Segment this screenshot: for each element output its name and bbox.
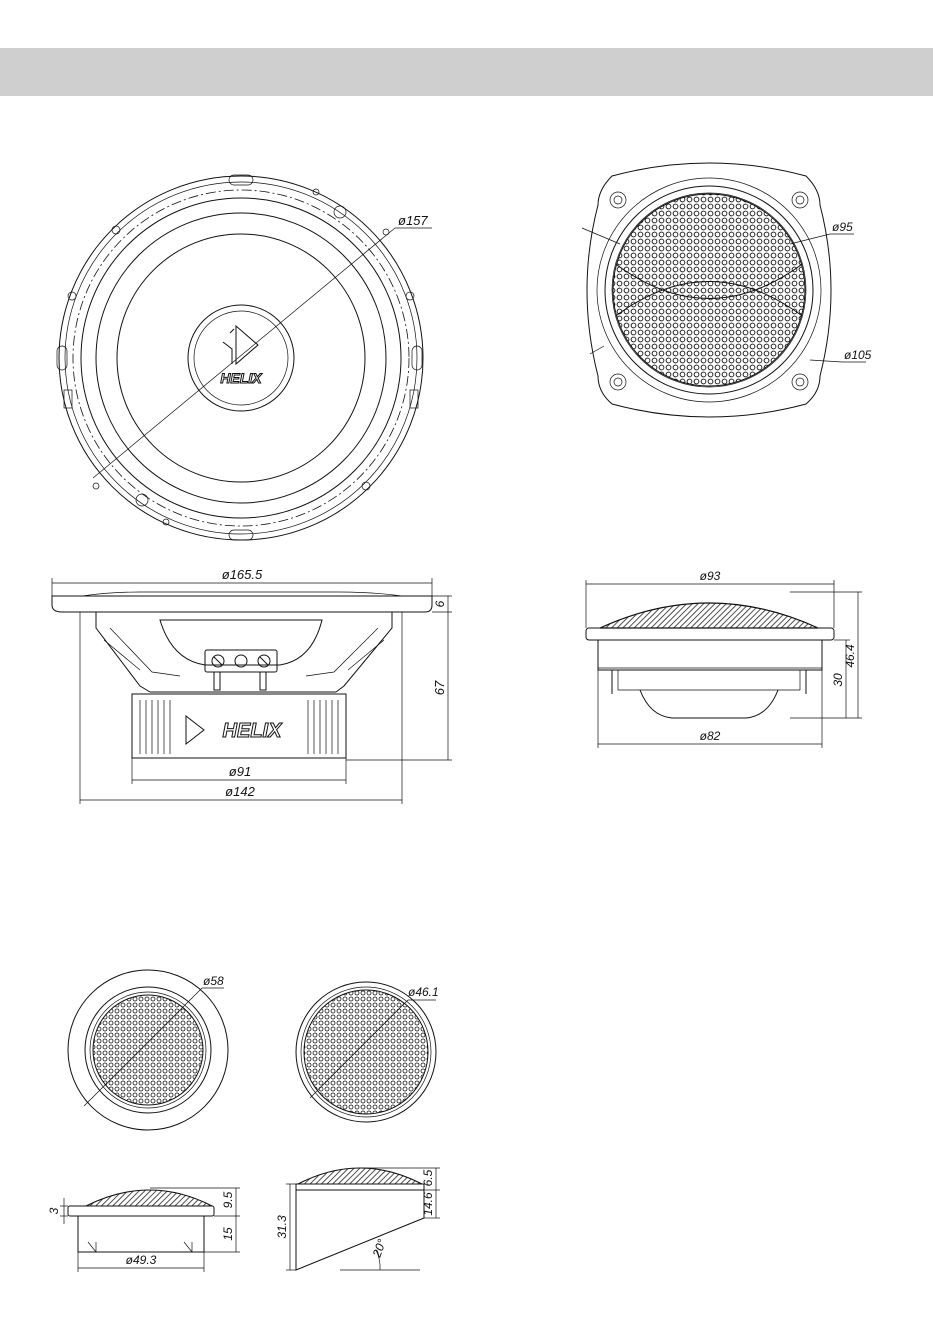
tweeter-flush-side-dim-base: ø49.3 <box>126 1253 157 1267</box>
tweeter-surface-side-dim-body: 14.6 <box>421 1192 435 1216</box>
midrange-side-dim-depth: 30 <box>831 673 845 687</box>
woofer-side-view: HELIX ø165.5 ø91 ø142 6 67 <box>52 567 452 804</box>
tweeter-surface-side-dim-angle: 20° <box>369 1237 389 1260</box>
midrange-front-view: ø95 ø105 <box>582 163 872 417</box>
woofer-front-view: ø157 HELIX <box>57 175 432 540</box>
tweeter-surface-front-view: ø46.1 <box>296 982 439 1122</box>
tweeter-flush-side-dim-dome: 9.5 <box>221 1191 235 1208</box>
woofer-front-dim-mount: ø157 <box>398 213 428 228</box>
midrange-side-view: ø93 ø82 46.4 30 <box>586 569 862 748</box>
woofer-side-dim-magnet: ø91 <box>229 764 251 779</box>
midrange-front-dim-outer: ø105 <box>844 348 872 362</box>
woofer-side-dim-flange: 6 <box>433 600 447 607</box>
midrange-side-dim-base: ø82 <box>700 729 721 743</box>
tweeter-flush-front-view: ø58 <box>68 970 228 1130</box>
woofer-side-dim-cutout: ø142 <box>225 784 255 799</box>
midrange-front-dim-inner: ø95 <box>832 220 853 234</box>
midrange-side-dim-top: ø93 <box>700 569 721 583</box>
tweeter-flush-front-dim: ø58 <box>203 974 224 988</box>
tweeter-surface-front-dim: ø46.1 <box>408 985 439 999</box>
woofer-side-dim-depth: 67 <box>432 680 447 695</box>
woofer-front-logo-text: HELIX <box>220 370 263 386</box>
tweeter-flush-side-view: 3 9.5 15 ø49.3 <box>47 1188 240 1272</box>
tweeter-surface-side-dim-dome: 6.5 <box>421 1169 435 1186</box>
tweeter-flush-side-dim-depth: 15 <box>221 1227 235 1241</box>
tweeter-surface-side-view: 31.3 6.5 14.6 20° <box>275 1168 440 1270</box>
midrange-side-dim-height: 46.4 <box>843 644 857 668</box>
woofer-side-logo-text: HELIX <box>223 720 284 742</box>
magnet-logo-icon: HELIX <box>186 716 283 744</box>
woofer-side-dim-outer: ø165.5 <box>222 567 263 582</box>
helix-logo-icon: HELIX <box>220 326 263 386</box>
tweeter-surface-side-dim-height: 31.3 <box>275 1215 289 1239</box>
tweeter-flush-side-dim-flange: 3 <box>47 1207 61 1214</box>
